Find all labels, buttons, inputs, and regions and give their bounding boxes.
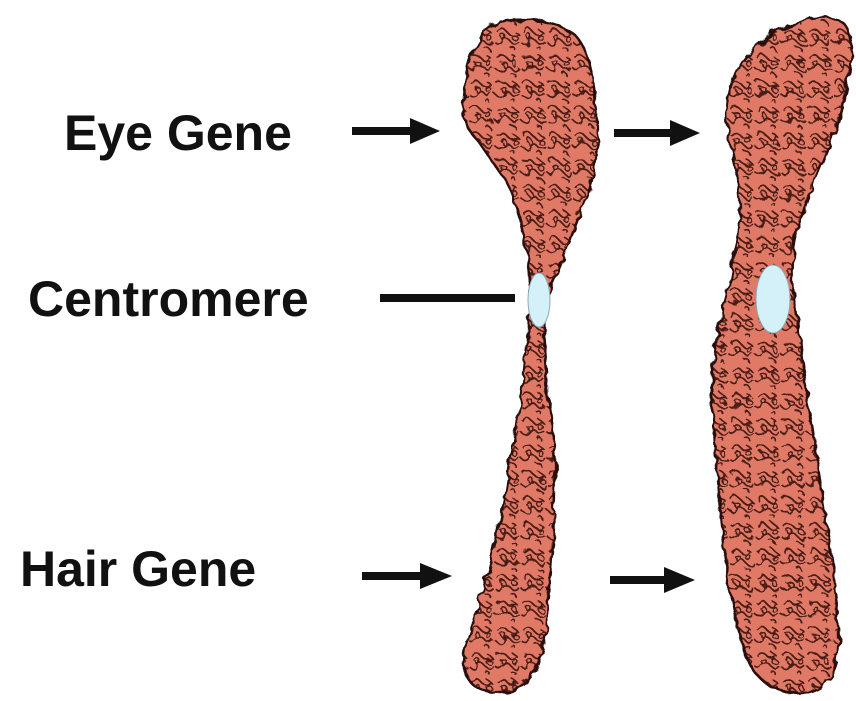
left-centromere <box>528 273 550 327</box>
hair-gene-label: Hair Gene <box>20 541 256 597</box>
right-chromatid <box>712 18 852 693</box>
right-centromere <box>756 265 790 333</box>
hair-gene-arrow-left <box>362 563 452 589</box>
eye-gene-arrow-right <box>614 120 700 146</box>
hair-gene-arrow-right <box>610 567 695 593</box>
centromere-label: Centromere <box>28 271 309 327</box>
left-chromatid <box>463 20 597 692</box>
eye-gene-arrow-left <box>352 118 440 144</box>
eye-gene-label: Eye Gene <box>64 105 292 161</box>
